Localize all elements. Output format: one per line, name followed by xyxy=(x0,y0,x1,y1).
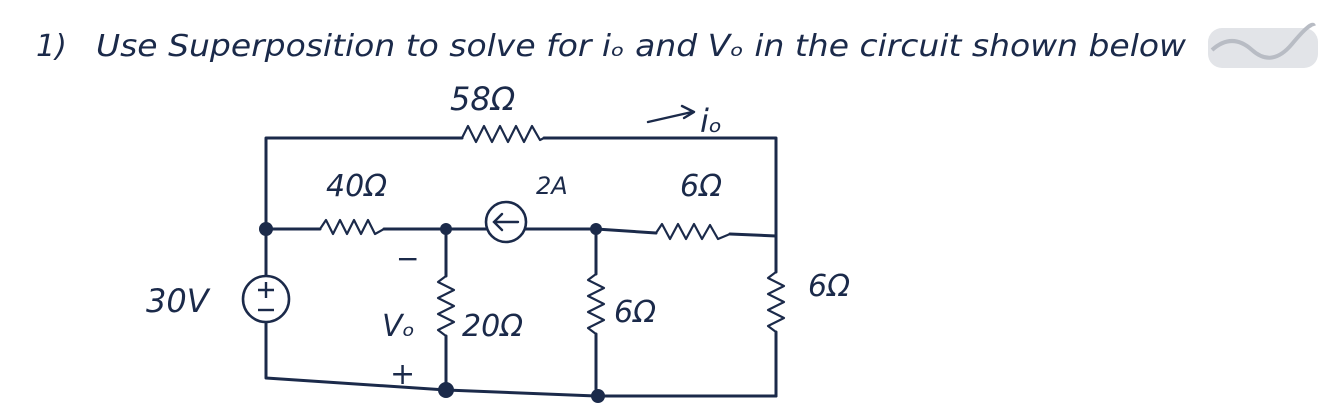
node-bottom-b xyxy=(591,389,605,403)
problem-number: 1) xyxy=(36,29,67,64)
label-r20: 20Ω xyxy=(462,309,523,344)
resistor-6-horizontal xyxy=(655,222,731,241)
label-vo-plus: + xyxy=(390,357,415,392)
wire-bottom xyxy=(444,388,778,398)
wire-left-bottom xyxy=(264,320,448,392)
wire-6h-left xyxy=(594,227,658,235)
label-r40: 40Ω xyxy=(326,169,387,204)
resistor-6-vertical xyxy=(586,273,606,335)
label-vo: Vₒ xyxy=(382,309,415,344)
io-arrow-icon xyxy=(646,104,696,124)
resistor-58 xyxy=(461,124,545,144)
label-r6-vertical: 6Ω xyxy=(614,295,656,330)
label-io: iₒ xyxy=(700,102,722,140)
label-2a: 2A xyxy=(536,172,568,200)
node-bottom-a xyxy=(438,382,454,398)
label-vo-minus: − xyxy=(396,242,419,275)
label-r6-far-right: 6Ω xyxy=(808,269,850,304)
resistor-40 xyxy=(319,218,385,236)
current-source-2a xyxy=(484,200,528,244)
label-30v: 30V xyxy=(146,282,211,320)
label-r6-horizontal: 6Ω xyxy=(680,169,722,204)
scribble-mark xyxy=(1208,22,1318,68)
label-r58: 58Ω xyxy=(450,80,516,118)
wire-6h-right xyxy=(728,232,778,238)
wire-top-left xyxy=(264,136,464,231)
node-b xyxy=(590,223,602,235)
resistor-20 xyxy=(436,275,456,337)
resistor-6-far-right xyxy=(766,271,786,333)
node-a xyxy=(440,223,452,235)
wire-top-right xyxy=(542,136,778,238)
problem-statement: Use Superposition to solve for iₒ and Vₒ… xyxy=(96,29,1186,64)
arrow-left-icon xyxy=(492,212,520,232)
node-left xyxy=(259,222,273,236)
voltage-source-30v xyxy=(241,274,291,324)
